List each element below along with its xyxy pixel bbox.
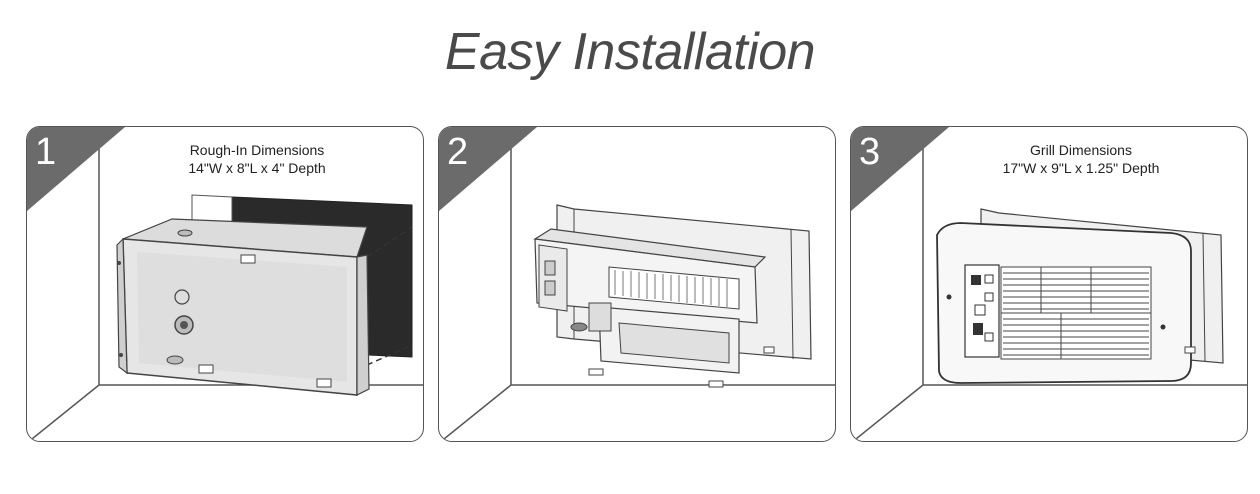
step-panel-1: 1 Rough-In Dimensions 14"W x 8"L x 4" De… [26,126,424,442]
step-panel-2: 2 [438,126,836,442]
step-badge-1 [27,127,125,211]
caption-line-1: Grill Dimensions [1030,142,1132,158]
step-caption: Rough-In Dimensions 14"W x 8"L x 4" Dept… [107,141,407,177]
grill-installed-illustration [851,127,1247,441]
step-badge-2 [439,127,537,211]
caption-line-1: Rough-In Dimensions [189,142,325,158]
page-title: Easy Installation [444,23,816,81]
step-panel-3: 3 Grill Dimensions 17"W x 9"L x 1.25" De… [850,126,1248,442]
step-number: 1 [35,131,57,173]
caption-line-2: 17"W x 9"L x 1.25" Depth [1002,160,1160,176]
heater-chassis-illustration [439,127,835,441]
rough-in-box-illustration [27,127,423,441]
step-number: 2 [447,131,469,173]
step-number: 3 [859,131,881,173]
step-badge-3 [851,127,949,211]
step-caption: Grill Dimensions 17"W x 9"L x 1.25" Dept… [931,141,1231,177]
caption-line-2: 14"W x 8"L x 4" Depth [188,160,326,176]
